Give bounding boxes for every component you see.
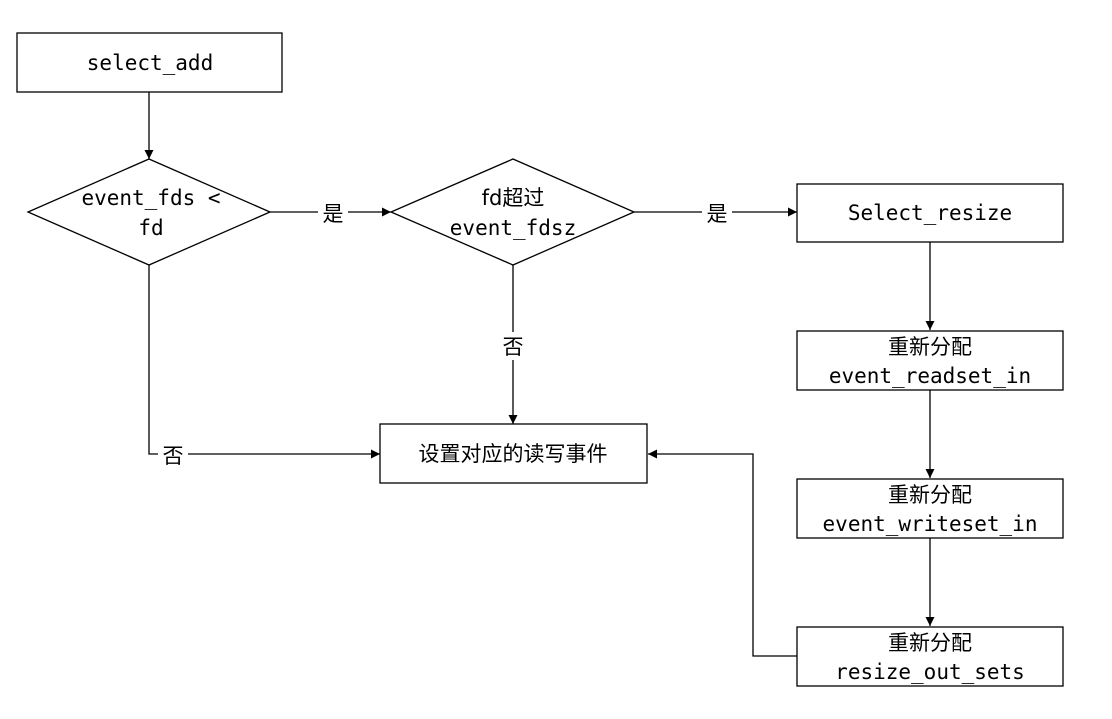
node-cond2-line1: fd超过 — [482, 186, 545, 210]
edge-label-yes-1: 是 — [323, 202, 344, 226]
node-cond2-line2: event_fdsz — [450, 216, 576, 240]
node-realloc-outsets-line1: 重新分配 — [888, 631, 972, 655]
node-select-resize: Select_resize — [796, 183, 1064, 243]
node-realloc-writeset-line2: event_writeset_in — [823, 512, 1038, 536]
edge-label-yes-2: 是 — [707, 202, 728, 226]
edge-label-no-1: 否 — [503, 335, 524, 359]
node-realloc-readset-line2: event_readset_in — [829, 364, 1031, 388]
node-select-add: select_add — [16, 32, 283, 93]
node-set-events: 设置对应的读写事件 — [379, 423, 648, 484]
edge-cond1-to-set-events — [148, 265, 380, 459]
node-realloc-readset: 重新分配 event_readset_in — [796, 330, 1064, 391]
edge-labels: 是 是 否 否 — [158, 199, 732, 469]
node-select-resize-label: Select_resize — [848, 201, 1012, 225]
edge-label-no-2: 否 — [163, 444, 184, 468]
node-select-add-label: select_add — [87, 51, 213, 75]
node-cond2-decision: fd超过 event_fdsz — [389, 158, 636, 266]
node-realloc-writeset-line1: 重新分配 — [888, 483, 972, 507]
node-cond1-decision: event_fds < fd — [26, 158, 272, 266]
node-realloc-readset-line1: 重新分配 — [888, 335, 972, 359]
node-realloc-writeset: 重新分配 event_writeset_in — [796, 478, 1064, 539]
node-realloc-outsets-line2: resize_out_sets — [835, 660, 1025, 684]
edges — [144, 92, 935, 657]
node-set-events-label: 设置对应的读写事件 — [419, 442, 608, 466]
edge-outsets-to-set-events — [648, 449, 797, 657]
node-realloc-outsets: 重新分配 resize_out_sets — [796, 626, 1064, 687]
node-cond1-line2: fd — [138, 216, 163, 240]
node-cond1-line1: event_fds < — [81, 186, 220, 210]
